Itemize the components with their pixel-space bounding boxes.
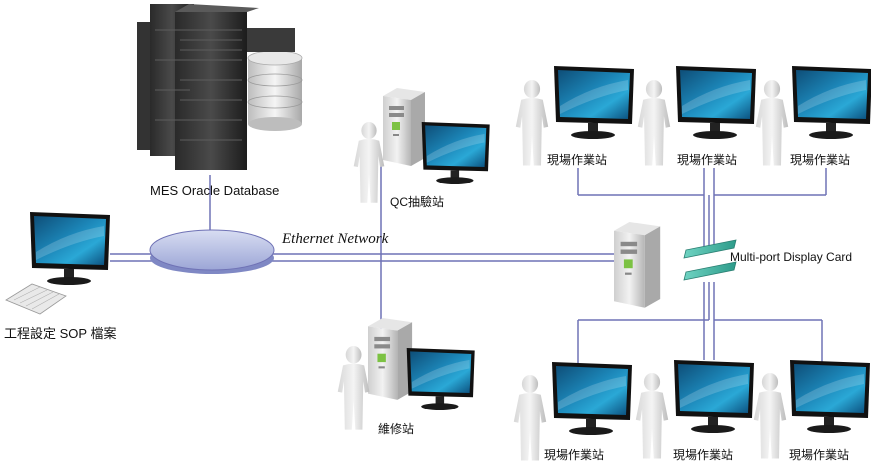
database-label: MES Oracle Database bbox=[150, 183, 280, 198]
person-icon bbox=[337, 346, 370, 430]
display-card-label: Multi-port Display Card bbox=[730, 250, 853, 264]
qc-station bbox=[353, 88, 490, 203]
person-icon bbox=[753, 373, 787, 459]
field-station-bottom-3 bbox=[753, 360, 870, 459]
database-cylinder-icon bbox=[247, 50, 303, 131]
monitor-icon bbox=[421, 122, 490, 185]
sop-workstation bbox=[5, 212, 110, 315]
field-station-label: 現場作業站 bbox=[673, 448, 734, 462]
person-icon bbox=[513, 375, 547, 461]
pc-tower-icon bbox=[383, 88, 425, 166]
display-card-pc bbox=[614, 222, 737, 308]
maintenance-station bbox=[337, 318, 475, 430]
field-station-label: 現場作業站 bbox=[547, 153, 608, 167]
field-station-label: 現場作業站 bbox=[789, 448, 850, 462]
keyboard-icon bbox=[5, 283, 67, 315]
person-icon bbox=[515, 80, 549, 166]
monitor-icon bbox=[406, 348, 475, 411]
maintenance-station-label: 維修站 bbox=[378, 422, 415, 436]
field-station-label: 現場作業站 bbox=[544, 448, 605, 462]
network-ellipse-icon bbox=[149, 229, 275, 274]
qc-station-label: QC抽驗站 bbox=[390, 195, 445, 209]
sop-station-label: 工程設定 SOP 檔案 bbox=[4, 326, 117, 341]
monitor-icon bbox=[792, 66, 871, 139]
person-icon bbox=[637, 80, 671, 166]
monitor-icon bbox=[674, 360, 754, 433]
field-station-label: 現場作業站 bbox=[790, 153, 851, 167]
monitor-icon bbox=[676, 66, 756, 139]
field-station-bottom-2 bbox=[635, 360, 754, 459]
monitor-icon bbox=[30, 212, 110, 285]
database-server bbox=[137, 4, 303, 170]
server-rack-icon bbox=[137, 4, 295, 170]
field-station-label: 現場作業站 bbox=[677, 153, 738, 167]
monitor-icon bbox=[552, 362, 632, 435]
monitor-icon bbox=[554, 66, 634, 139]
display-card-icon bbox=[683, 239, 737, 281]
person-icon bbox=[353, 122, 385, 203]
monitor-icon bbox=[790, 360, 870, 433]
network-label: Ethernet Network bbox=[282, 231, 389, 247]
pc-tower-icon bbox=[368, 318, 413, 400]
pc-tower-icon bbox=[614, 222, 661, 308]
person-icon bbox=[755, 80, 789, 166]
person-icon bbox=[635, 373, 669, 459]
